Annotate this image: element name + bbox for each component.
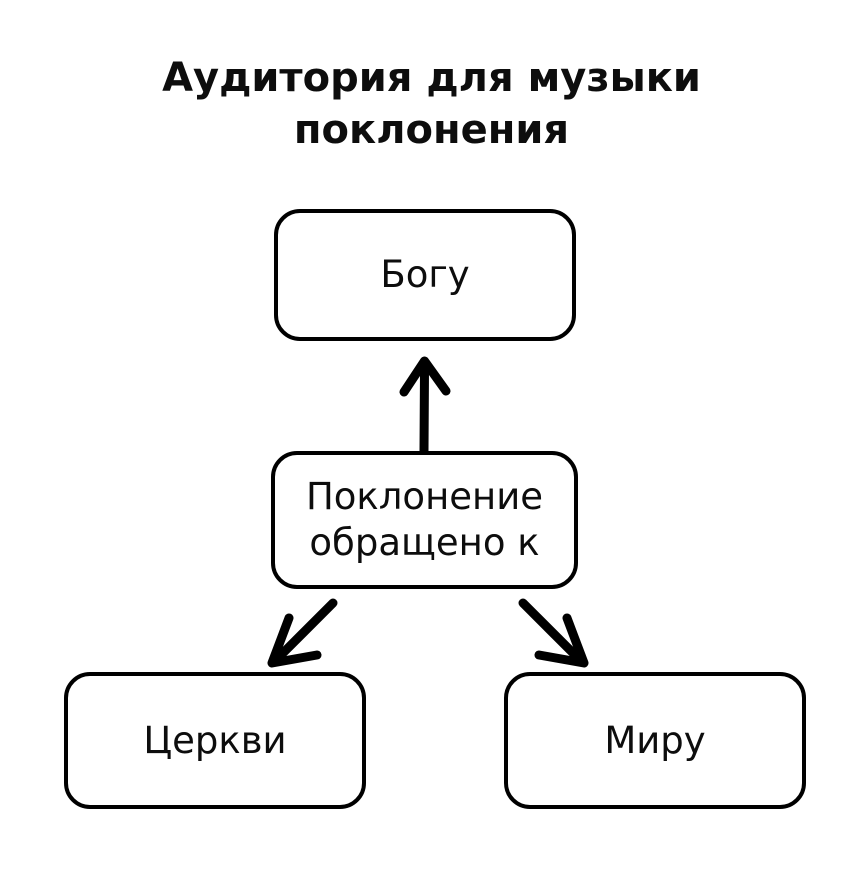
node-god-label: Богу xyxy=(380,253,470,296)
node-world[interactable]: Миру xyxy=(504,672,806,809)
node-world-label: Миру xyxy=(604,718,706,762)
page-title: Аудитория для музыки поклонения xyxy=(162,55,701,153)
node-worship-label: Поклонение обращено к xyxy=(305,475,544,564)
node-church-label: Церкви xyxy=(143,718,287,762)
node-worship[interactable]: Поклонение обращено к xyxy=(271,451,578,589)
arrow-worship-to-god xyxy=(399,356,451,456)
arrow-worship-to-church xyxy=(267,598,338,668)
arrow-worship-to-world xyxy=(518,598,589,668)
node-god[interactable]: Богу xyxy=(274,209,576,341)
node-church[interactable]: Церкви xyxy=(64,672,366,809)
